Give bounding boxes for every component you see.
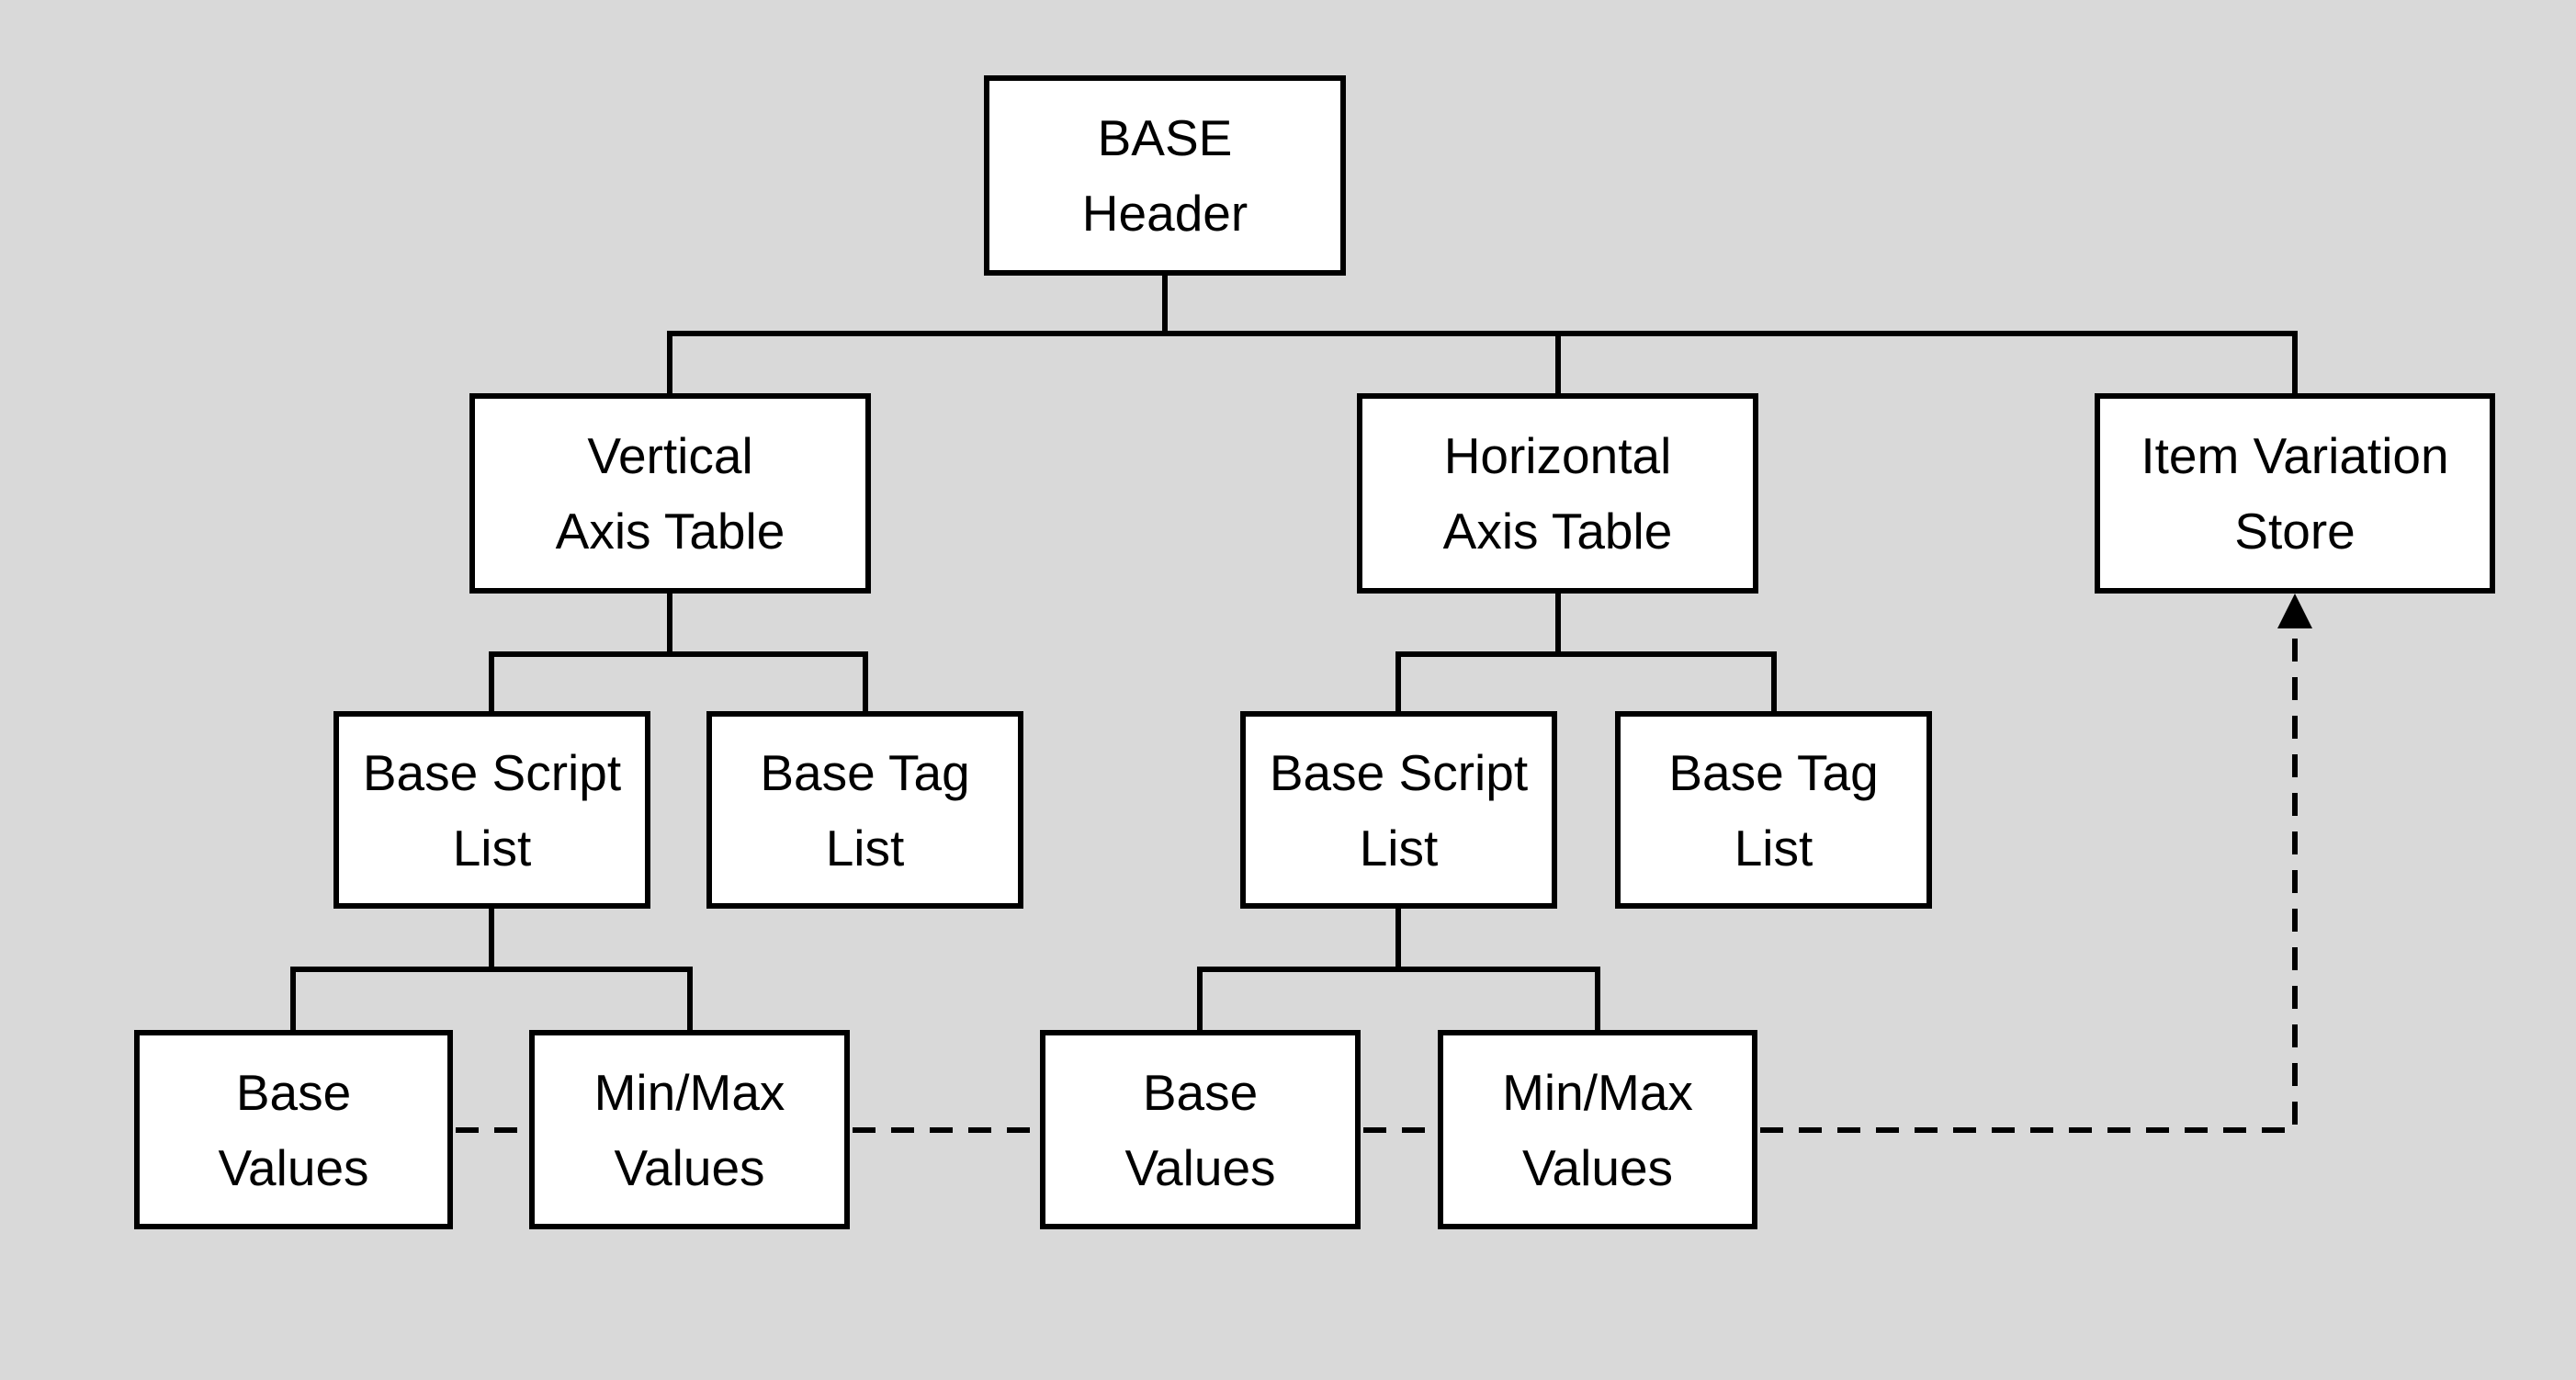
node-label-line: Axis Table <box>555 503 785 560</box>
node-h-base-values: Base Values <box>1040 1030 1361 1229</box>
node-horizontal-axis-table: Horizontal Axis Table <box>1357 393 1758 594</box>
node-vertical-axis-table: Vertical Axis Table <box>469 393 871 594</box>
node-label-line: Min/Max <box>1502 1063 1693 1121</box>
node-label-line: Axis Table <box>1442 503 1673 560</box>
node-label-line: List <box>825 819 905 877</box>
node-label-line: BASE <box>1097 109 1233 166</box>
node-label-line: Values <box>614 1138 765 1196</box>
node-label-line: Base Tag <box>760 743 970 801</box>
node-label-line: Base Script <box>1269 743 1529 801</box>
node-label-line: List <box>452 819 532 877</box>
node-label-line: Item Variation <box>2141 427 2449 484</box>
node-base-header: BASE Header <box>984 75 1346 276</box>
node-label-line: Header <box>1081 185 1248 242</box>
node-label-line: Vertical <box>587 427 753 484</box>
node-v-base-tag-list: Base Tag List <box>706 711 1023 909</box>
arrow-up-icon <box>2277 594 2312 628</box>
node-label-line: Store <box>2234 503 2356 560</box>
node-h-minmax-values: Min/Max Values <box>1438 1030 1757 1229</box>
node-label-line: Values <box>218 1138 369 1196</box>
node-item-variation-store: Item Variation Store <box>2095 393 2495 594</box>
node-h-base-script-list: Base Script List <box>1240 711 1557 909</box>
node-label-line: List <box>1359 819 1439 877</box>
node-v-base-script-list: Base Script List <box>333 711 650 909</box>
node-label-line: List <box>1734 819 1813 877</box>
node-label-line: Base Tag <box>1668 743 1879 801</box>
node-label-line: Values <box>1521 1138 1674 1196</box>
node-h-base-tag-list: Base Tag List <box>1615 711 1932 909</box>
node-v-minmax-values: Min/Max Values <box>529 1030 850 1229</box>
node-v-base-values: Base Values <box>134 1030 453 1229</box>
node-label-line: Horizontal <box>1443 427 1672 484</box>
node-label-line: Min/Max <box>593 1063 785 1121</box>
node-label-line: Base <box>235 1063 352 1121</box>
node-label-line: Values <box>1124 1138 1276 1196</box>
node-label-line: Base Script <box>362 743 622 801</box>
node-label-line: Base <box>1142 1063 1259 1121</box>
dashed-link-to-item-variation-store <box>1760 634 2298 1133</box>
